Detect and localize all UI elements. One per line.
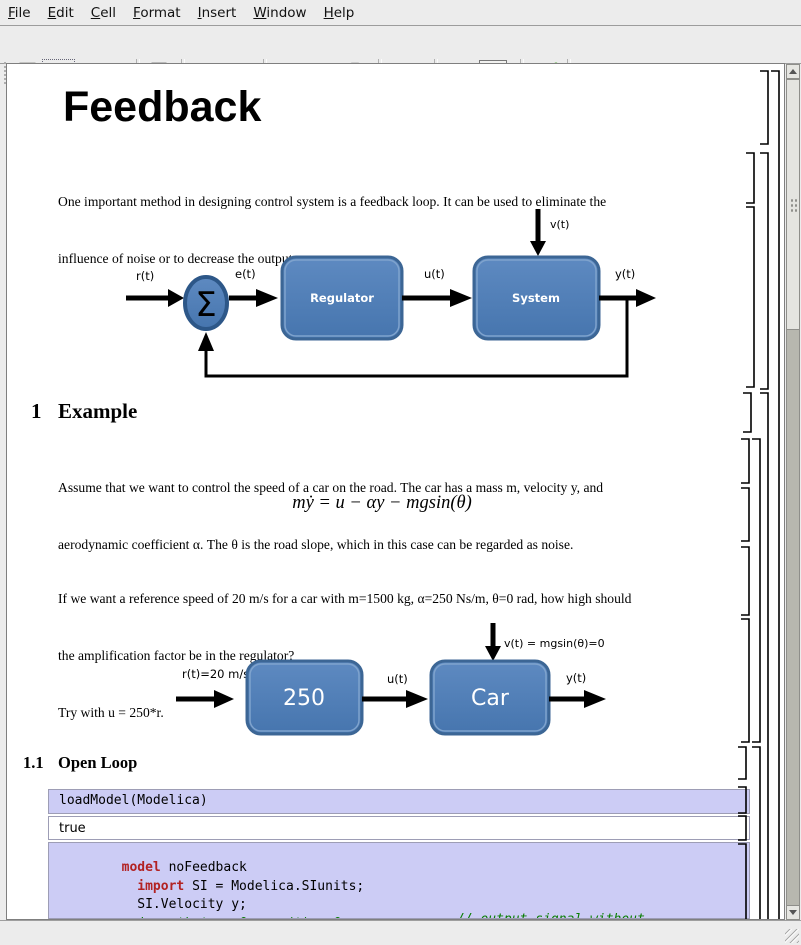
loadmodel-result: true [59,821,86,836]
loadmodel-code: loadModel(Modelica) [59,793,208,808]
menu-window[interactable]: Window [253,4,307,21]
diagram1-u-label: u(t) [424,267,445,281]
toolbar: U [0,27,801,90]
scrollbar-thumb-grip [790,198,797,212]
diagram2-gain-block-label: 250 [283,686,325,711]
intro-paragraph: One important method in designing contro… [58,194,607,266]
menu-insert[interactable]: Insert [197,4,237,21]
window-resize-grip[interactable] [785,929,799,943]
assume-paragraph: Assume that we want to control the speed… [58,480,604,552]
output-cell-true[interactable]: true [48,816,750,840]
example-heading-number: 1 [31,399,42,423]
menu-edit[interactable]: Edit [47,4,74,21]
diagram2-r-label: r(t)=20 m/s [182,667,249,681]
diagram2-y-label: y(t) [566,671,586,685]
scroll-up-arrow-icon [789,69,797,74]
code-line: import SI = Modelica.SIunits; [137,878,365,894]
code-line: SI.Velocity y; // output signal without [121,897,645,918]
status-bar [0,920,801,945]
diagram2-v-label: v(t) = mgsin(θ)=0 [504,637,605,650]
reference-speed-paragraph: If we want a reference speed of 20 m/s f… [58,591,632,720]
menu-help[interactable]: Help [323,4,355,21]
diagram1-system-block-label: System [512,291,560,305]
document-title: Feedback [63,83,262,131]
scrollbar-thumb[interactable] [786,79,800,330]
diagram2-car-block-label: Car [471,686,510,711]
menu-format[interactable]: Format [133,4,181,21]
diagram2-u-label: u(t) [387,672,408,686]
input-cell-model-nofeedback[interactable]: model noFeedback import SI = Modelica.SI… [48,842,750,919]
diagram1-sum-symbol: Σ [195,285,216,325]
open-loop-car-diagram: v(t) = mgsin(θ)=0 r(t)=20 m/s 250 u(t) C… [176,623,606,736]
example-heading: Example [58,399,138,423]
cell-brackets [738,70,780,919]
scroll-down-arrow-icon [789,910,797,915]
diagram1-v-label: v(t) [550,218,569,231]
input-cell-loadmodel[interactable]: loadModel(Modelica) [48,789,750,814]
diagram1-r-label: r(t) [136,269,154,283]
menu-cell[interactable]: Cell [90,4,117,21]
notebook-document-area[interactable]: Feedback One important method in designi… [6,63,785,920]
diagram1-regulator-block-label: Regulator [310,291,374,305]
openloop-heading-number: 1.1 [23,753,44,772]
code-line: model noFeedback [121,860,247,875]
scrollbar-down-button[interactable] [786,905,800,920]
feedback-loop-diagram: v(t) r(t) Σ e(t) Regulator u(t) System [126,209,656,378]
car-dynamics-equation: mẏ = u − αy − mgsin(θ) [292,493,472,513]
menu-file[interactable]: File [8,4,31,21]
toolbar-drag-handle[interactable] [3,61,8,85]
diagram1-y-label: y(t) [615,267,635,281]
diagram1-e-label: e(t) [235,267,256,281]
scrollbar-up-button[interactable] [786,64,800,79]
code-line: noise, theta = 0 -> v(t) = 0 [49,901,749,919]
openloop-heading: Open Loop [58,753,138,772]
menu-bar: File Edit Cell Format Insert Window Help [0,0,801,26]
